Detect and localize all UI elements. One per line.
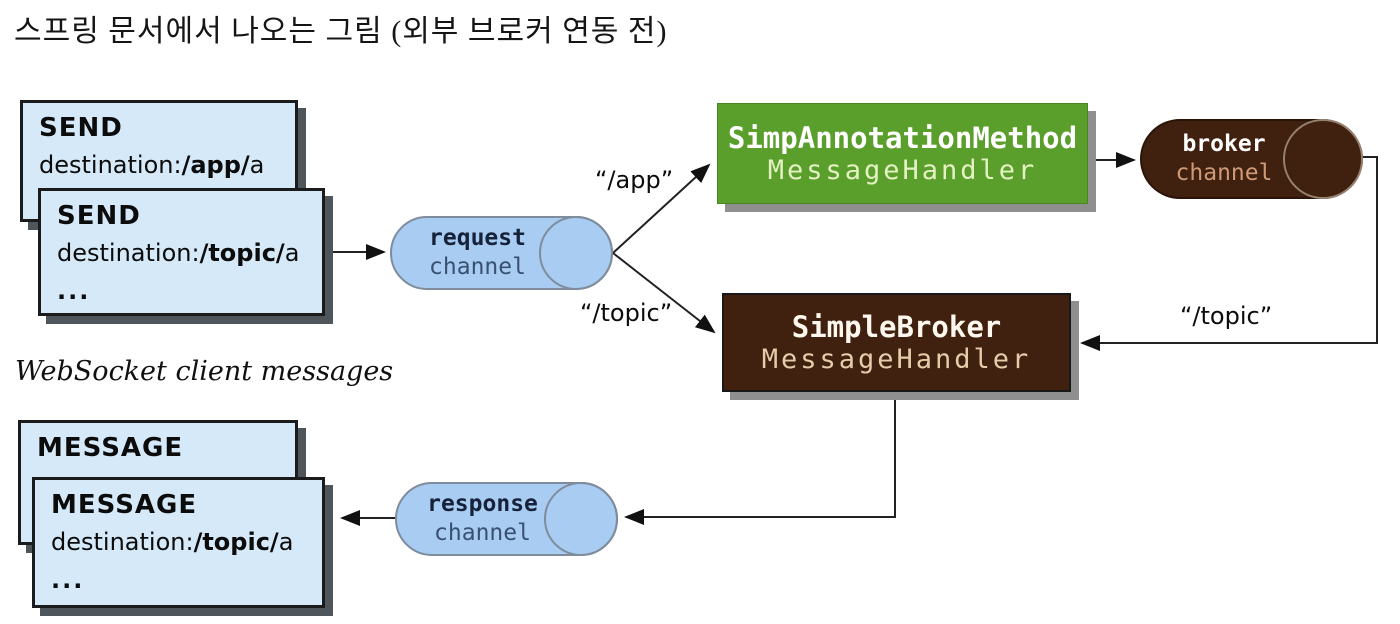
destination-prefix: destination: [39, 151, 182, 179]
destination-path: /topic/ [199, 239, 285, 267]
frame-destination: destination:/app/a [39, 151, 279, 179]
page-title: 스프링 문서에서 나오는 그림 (외부 브로커 연동 전) [14, 15, 668, 48]
channel-name: response [427, 491, 538, 518]
frame-ellipsis: ... [51, 566, 85, 594]
destination-suffix: a [278, 528, 294, 556]
channel-type: channel [429, 254, 526, 280]
destination-path: /topic/ [193, 528, 279, 556]
frame-ellipsis: ... [57, 277, 91, 305]
simple-broker-handler-box: SimpleBroker MessageHandler [722, 293, 1071, 392]
destination-prefix: destination: [57, 239, 200, 267]
destination-suffix: a [284, 239, 300, 267]
handler-name-line2: MessageHandler [761, 344, 1032, 375]
edge-label-topic-broker: “/topic” [1180, 302, 1273, 330]
frame-command: MESSAGE [37, 433, 184, 463]
destination-prefix: destination: [51, 528, 194, 556]
simp-annotation-method-handler-box: SimpAnnotationMethod MessageHandler [717, 103, 1088, 204]
frame-command: SEND [39, 113, 123, 143]
channel-type: channel [1175, 160, 1273, 186]
request-channel-cylinder: request channel [390, 216, 613, 290]
cylinder-cap [539, 216, 613, 290]
response-channel-cylinder: response channel [395, 482, 618, 556]
channel-name: request [429, 225, 526, 252]
channel-name: broker [1182, 131, 1266, 158]
handler-name-line2: MessageHandler [767, 155, 1038, 186]
arrow-simple-broker-to-response-channel [624, 394, 896, 525]
frame-destination: destination:/topic/a [51, 528, 306, 556]
handler-name-line1: SimpAnnotationMethod [727, 121, 1078, 155]
arrow-request-to-simple-broker [612, 252, 716, 334]
arrow-request-to-annotation-handler [612, 163, 711, 254]
handler-name-line1: SimpleBroker [791, 310, 1002, 344]
websocket-caption: WebSocket client messages [15, 356, 394, 387]
arrow-broker-channel-to-simple-broker [1080, 156, 1378, 351]
channel-type: channel [434, 520, 531, 546]
destination-suffix: a [249, 151, 265, 179]
edge-label-app: “/app” [595, 166, 674, 194]
message-frame-front: MESSAGE destination:/topic/a ... [32, 477, 325, 608]
send-frame-front: SEND destination:/topic/a ... [38, 188, 325, 316]
cylinder-cap [1283, 119, 1363, 199]
frame-command: MESSAGE [51, 490, 198, 520]
frame-destination: destination:/topic/a [57, 239, 306, 267]
cylinder-cap [544, 482, 618, 556]
broker-channel-cylinder: broker channel [1140, 119, 1363, 199]
destination-path: /app/ [181, 151, 250, 179]
edge-label-topic-request: “/topic” [580, 299, 673, 327]
frame-command: SEND [57, 201, 141, 231]
